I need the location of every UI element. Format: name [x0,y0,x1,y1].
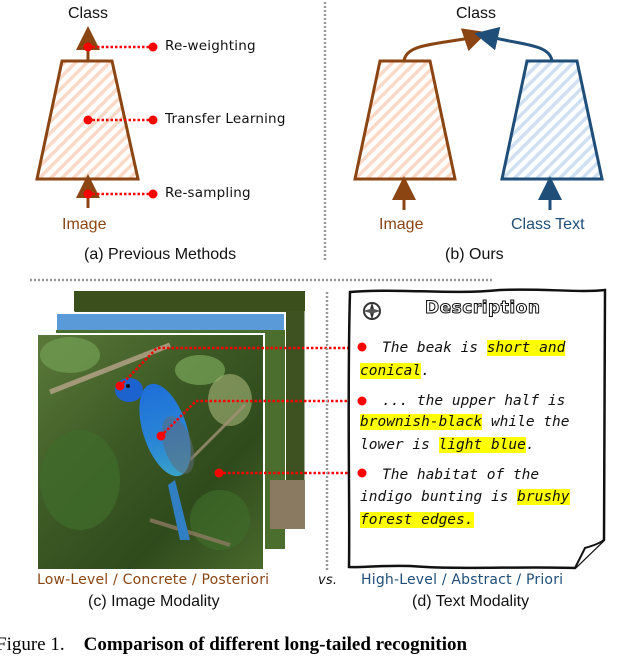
text-span: ... the upper half is [382,393,566,409]
annotation-re-weighting: Re-weighting [165,38,256,54]
description-entry-1: The beak is short and [382,337,566,360]
image-modality-tagline: Low-Level / Concrete / Posteriori [37,572,270,588]
highlight-span: forest edges. [360,512,474,528]
image-stack [36,290,360,571]
text-span: The beak is [382,340,487,356]
description-entry-2-cont: brownish-black while the lower is light … [360,411,570,457]
caption-d: (d) Text Modality [412,593,530,610]
highlight-span: brushy [517,489,570,505]
description-title: Description [424,298,541,319]
annotation-re-sampling: Re-sampling [165,185,251,201]
panel-b-image-label: Image [379,216,424,233]
panel-a-encoder [35,26,158,208]
annotation-transfer-learning: Transfer Learning [165,111,286,127]
panel-b-encoders [353,26,604,210]
text-span: while the [482,414,570,430]
panel-a-class-label: Class [68,5,109,22]
compass-icon [363,302,381,320]
highlight-span: short and [486,340,566,356]
text-span: The habitat of the [382,467,540,483]
figure-label: Figure 1. [0,634,65,655]
description-entry-3: The habitat of the [382,464,539,487]
text-span: lower is [360,437,439,453]
caption-a: (a) Previous Methods [84,246,237,263]
text-modality-tagline: High-Level / Abstract / Priori [361,572,564,588]
description-entry-1-cont: conical. [360,360,430,383]
panel-b-class-label: Class [456,5,497,22]
highlight-span: conical [360,363,422,379]
figure-caption-text: Comparison of different long-tailed reco… [83,634,468,655]
text-span: . [525,437,535,453]
highlight-span: brownish-black [360,414,483,430]
description-entry-2: ... the upper half is [382,390,565,413]
panel-b-class-text-label: Class Text [511,216,585,233]
text-span: indigo bunting is [360,489,518,505]
text-span: . [421,363,430,379]
panel-a-image-label: Image [62,216,107,233]
caption-b: (b) Ours [445,246,504,263]
description-entry-3-cont: indigo bunting is brushy forest edges. [360,486,570,532]
figure-caption: Figure 1. Comparison of different long-t… [0,634,467,656]
vs-label: vs. [318,573,338,588]
caption-c: (c) Image Modality [88,593,220,610]
highlight-span: light blue [438,437,526,453]
